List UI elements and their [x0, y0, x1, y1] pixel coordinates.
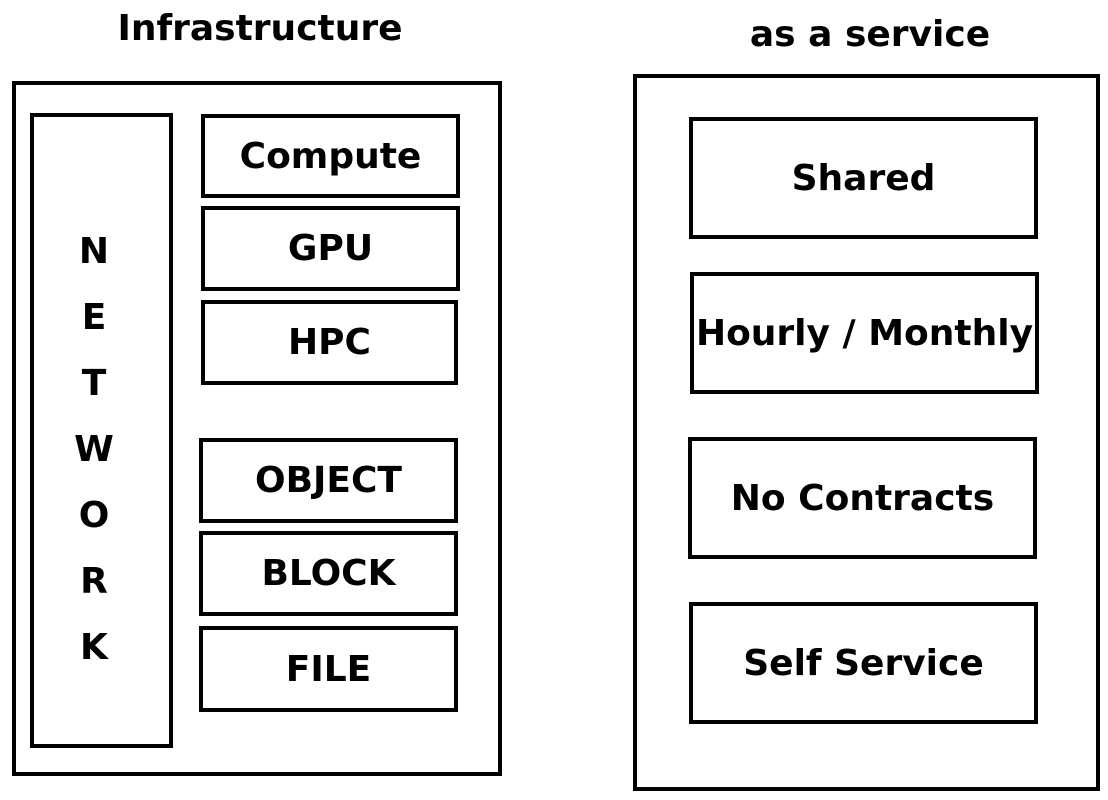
gpu-box: GPU: [201, 206, 460, 291]
network-column: N E T W O R K: [30, 113, 173, 748]
service-panel: [633, 74, 1100, 791]
shared-box: Shared: [689, 117, 1038, 239]
network-letter: W: [74, 429, 114, 470]
compute-box: Compute: [201, 114, 460, 198]
hpc-box: HPC: [201, 300, 458, 385]
network-letter: N: [78, 231, 110, 272]
network-letter: K: [80, 627, 108, 668]
no-contracts-box: No Contracts: [688, 437, 1037, 559]
file-storage-box: FILE: [199, 626, 458, 712]
self-service-box: Self Service: [689, 602, 1038, 724]
network-letter: O: [78, 495, 110, 536]
network-letter: T: [81, 363, 107, 404]
network-letter: R: [80, 561, 108, 602]
hourly-monthly-box: Hourly / Monthly: [690, 272, 1039, 394]
service-title: as a service: [749, 14, 991, 55]
block-storage-box: BLOCK: [199, 531, 458, 616]
infrastructure-title: Infrastructure: [117, 8, 403, 49]
object-storage-box: OBJECT: [199, 438, 458, 523]
network-letter: E: [81, 297, 107, 338]
